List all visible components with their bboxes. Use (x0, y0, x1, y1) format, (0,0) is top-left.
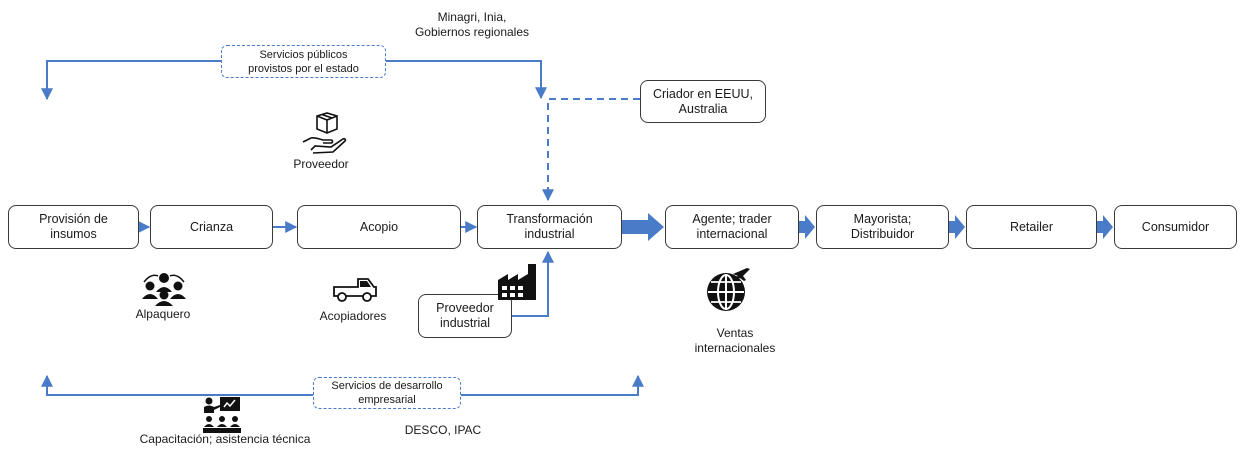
public-services-entities: Minagri, Inia, Gobiernos regionales (414, 10, 530, 39)
node-mayorista-label: Mayorista; Distribuidor (850, 212, 915, 241)
node-retailer: Retailer (966, 205, 1097, 249)
node-consumidor-label: Consumidor (1141, 219, 1210, 234)
pickup-truck-icon (333, 278, 377, 302)
people-group-icon (142, 273, 186, 306)
node-transformacion-industrial: Transformación industrial (477, 205, 622, 249)
criador-label: Criador en EEUU, Australia (652, 86, 754, 116)
node-acopio-label: Acopio (359, 219, 399, 234)
node-criador-eeuu: Criador en EEUU, Australia (640, 80, 766, 123)
acopiadores-label: Acopiadores (319, 309, 387, 323)
node-transformacion-label: Transformación industrial (506, 212, 593, 241)
node-provision-insumos: Provisión de insumos (8, 205, 139, 249)
ventas-internacionales-label: Ventas internacionales (694, 326, 776, 355)
business-services-label: Servicios de desarrollo empresarial (331, 380, 443, 406)
alpaquero-label: Alpaquero (135, 307, 191, 321)
node-crianza: Crianza (150, 205, 273, 249)
arrow-retailer-consumidor (1097, 215, 1113, 239)
teacher-classroom-icon (203, 397, 241, 433)
node-mayorista: Mayorista; Distribuidor (816, 205, 949, 249)
proveedor-industrial-label: Proveedor industrial (436, 301, 494, 330)
box-in-hand-icon (302, 112, 347, 154)
industrial-supplier-line (512, 250, 554, 317)
arrow-transformacion-agente (622, 213, 664, 241)
public-services-label: Servicios públicos provistos por el esta… (248, 48, 359, 75)
node-consumidor: Consumidor (1114, 205, 1237, 249)
business-services-entities: DESCO, IPAC (404, 423, 482, 437)
node-provision-label: Provisión de insumos (39, 212, 108, 241)
node-retailer-label: Retailer (1009, 219, 1054, 234)
public-services-box: Servicios públicos provistos por el esta… (221, 45, 386, 78)
node-acopio: Acopio (297, 205, 461, 249)
arrow-agente-mayorista (799, 215, 815, 239)
node-proveedor-industrial: Proveedor industrial (418, 294, 512, 338)
arrow-mayorista-retailer (949, 215, 965, 239)
node-agente-trader: Agente; trader internacional (665, 205, 799, 249)
node-agente-label: Agente; trader internacional (692, 212, 772, 241)
business-services-box: Servicios de desarrollo empresarial (313, 377, 461, 409)
node-crianza-label: Crianza (189, 219, 234, 234)
breeder-dashed-line (542, 98, 640, 202)
capacitacion-label: Capacitación; asistencia técnica (139, 432, 311, 446)
globe-plane-icon (707, 268, 750, 311)
factory-icon (498, 264, 536, 300)
proveedor-label: Proveedor (293, 157, 349, 171)
